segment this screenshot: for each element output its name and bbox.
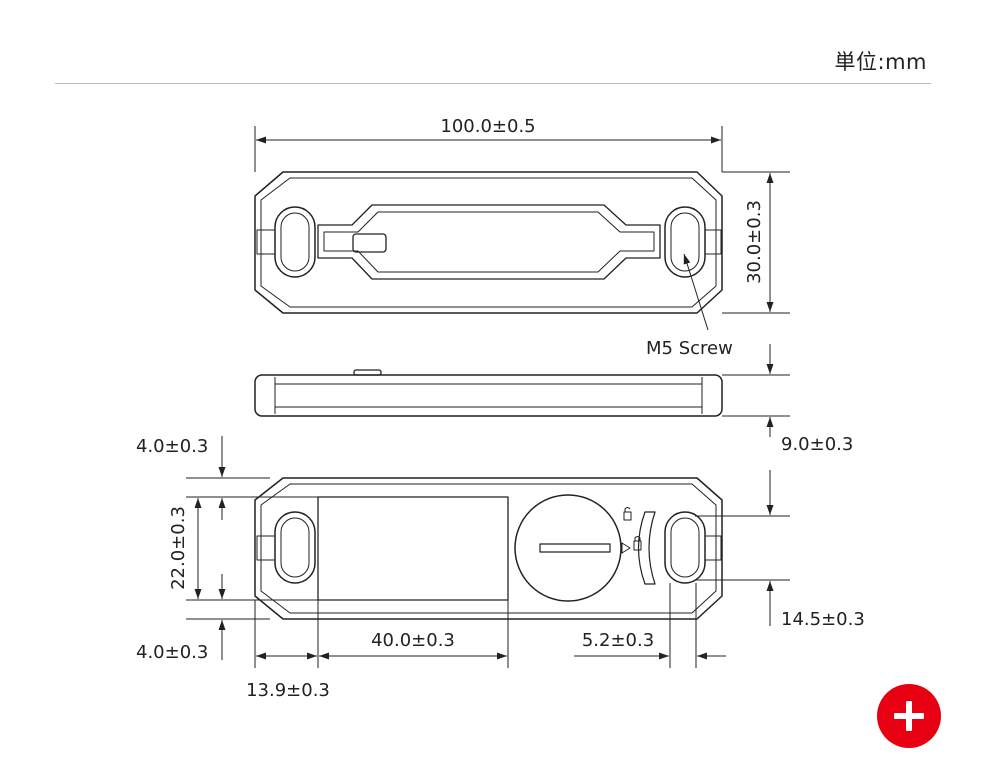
lock-icon (633, 536, 642, 551)
side-view (254, 369, 723, 417)
plus-icon-vertical (906, 701, 912, 731)
bottom-view (254, 477, 723, 620)
battery-cover-slot (539, 543, 611, 553)
display-window (317, 496, 509, 601)
dimension-edge-bottom-label: 4.0±0.3 (136, 642, 208, 663)
dimension-display-width (317, 600, 509, 668)
dimension-edge-top-label: 4.0±0.3 (136, 436, 208, 457)
bottom-view-outline (254, 477, 723, 620)
lock-dial-arc (637, 511, 656, 585)
dimension-inner-height (186, 498, 318, 601)
dimension-right-height (695, 470, 790, 626)
dimension-slot-width-label: 5.2±0.3 (582, 630, 654, 651)
unlock-icon (623, 507, 632, 521)
dimension-edge-bottom (186, 574, 270, 660)
dimension-length (254, 126, 723, 172)
dimension-left-offset-label: 13.9±0.3 (246, 680, 330, 701)
dimension-width (722, 171, 790, 314)
top-view-indicator (352, 233, 387, 253)
side-view-body (254, 374, 723, 417)
unit-label: 単位:mm (834, 50, 927, 74)
dimension-right-height-label: 14.5±0.3 (781, 609, 865, 630)
battery-compartment (514, 494, 622, 602)
left-screw-slot (256, 206, 316, 278)
top-view-inner-outline (260, 177, 717, 308)
screw-label: M5 Screw (646, 338, 733, 359)
dimension-thickness-label: 9.0±0.3 (781, 434, 853, 455)
side-view-button (353, 369, 382, 376)
dimension-slot-width (574, 583, 726, 668)
bottom-view-inner-outline (260, 483, 717, 614)
lock-arrow-icon (621, 542, 631, 554)
top-view-recess (317, 204, 661, 280)
header-divider (55, 83, 931, 84)
dimension-left-offset (254, 600, 317, 668)
dimension-display-width-label: 40.0±0.3 (371, 630, 455, 651)
dimension-thickness (722, 344, 790, 437)
dimension-inner-height-label: 22.0±0.3 (168, 506, 189, 590)
dimension-width-label: 30.0±0.3 (744, 200, 765, 284)
right-mount-slot (664, 511, 722, 584)
dimension-edge-top (186, 436, 318, 520)
zoom-button[interactable] (877, 684, 941, 748)
dimension-length-label: 100.0±0.5 (440, 116, 535, 137)
right-screw-slot (664, 206, 722, 278)
left-mount-slot (256, 511, 316, 584)
top-view-outline (254, 171, 723, 314)
top-view (254, 171, 723, 314)
screw-leader (683, 253, 709, 331)
top-view-recess-inner (323, 211, 655, 273)
